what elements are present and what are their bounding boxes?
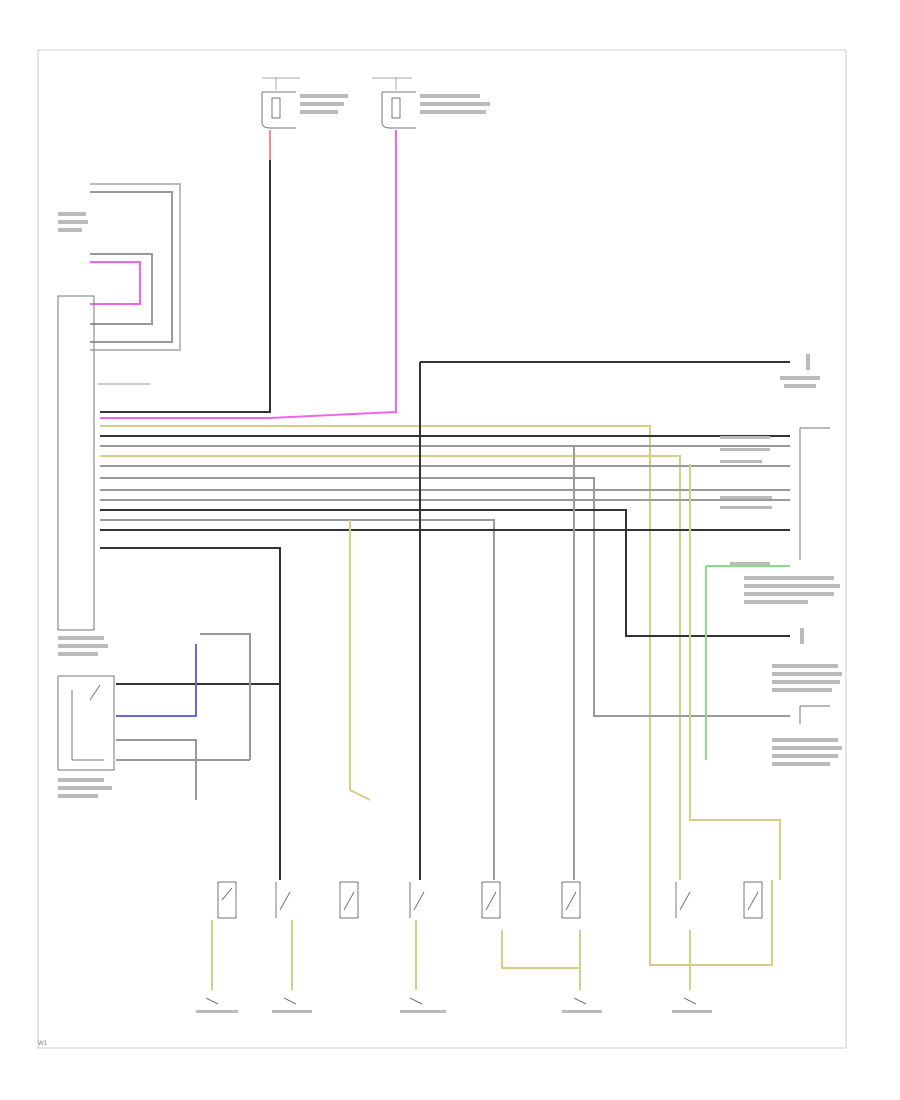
seat-switch-8 <box>743 881 763 919</box>
page-id: W1 <box>38 1041 47 1047</box>
ground-wires <box>211 920 691 990</box>
wire-to-left-module <box>200 633 251 760</box>
ground-g2 <box>272 997 312 1013</box>
wire-from-hot-at-all-times-black <box>100 160 271 413</box>
instrument-cluster-module <box>57 295 150 656</box>
seat-switch-6 <box>561 881 581 919</box>
diagram-border <box>37 49 847 1049</box>
seat-switch-4 <box>409 882 425 918</box>
seat-switch-2 <box>275 882 291 918</box>
hot-in-run-start-fuse <box>372 77 490 129</box>
ground-g1 <box>196 997 238 1013</box>
seat-switch-3 <box>339 881 359 919</box>
lower-right-switch <box>772 628 842 766</box>
right-side-module <box>720 427 840 604</box>
bus-wires <box>100 361 790 966</box>
wire-from-hot-in-run-pink <box>100 130 397 419</box>
seat-switch-1 <box>217 881 237 919</box>
seat-switch-7 <box>675 882 691 918</box>
hot-at-all-times-fuse <box>261 77 348 129</box>
seat-switch-5 <box>481 881 501 919</box>
diagnostic-connector <box>58 183 181 351</box>
door-contact-switch <box>57 644 280 800</box>
ground-g3 <box>400 997 446 1013</box>
ground-g4 <box>562 997 602 1013</box>
ground-g5 <box>672 997 712 1013</box>
relay-module-upper-right <box>780 354 820 388</box>
